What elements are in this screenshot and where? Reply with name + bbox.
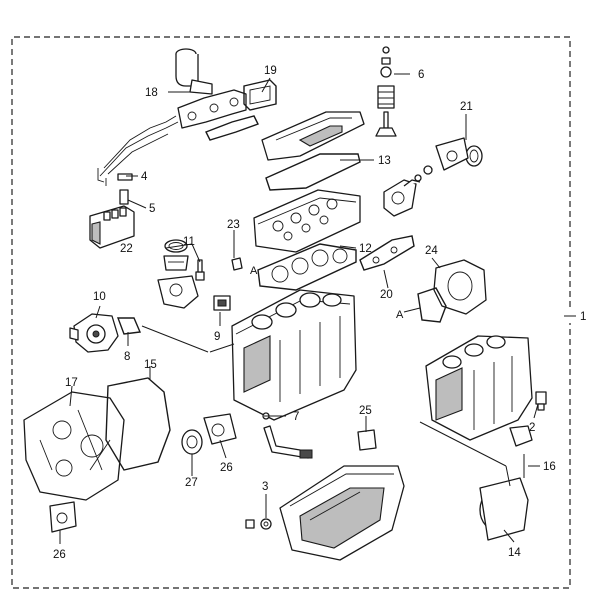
- callout-10: 10: [93, 291, 106, 303]
- water-outlet-part: [175, 48, 213, 95]
- callout-2: 2: [529, 422, 535, 434]
- exhaust-gasket-part: [243, 79, 277, 111]
- assembly-frame: [11, 36, 571, 589]
- callout-9: 9: [214, 331, 220, 343]
- gear-case-gasket-part: [105, 377, 171, 471]
- cover-plate-part: [203, 413, 237, 445]
- cylinder-head-part: [253, 189, 361, 253]
- callout-17: 17: [65, 377, 78, 389]
- callout-13: 13: [378, 155, 391, 167]
- oil-pressure-switch-part: [509, 391, 547, 447]
- gear-case-cover-part: [23, 391, 125, 501]
- callout-6: 6: [418, 69, 424, 81]
- callout-22: 22: [120, 243, 133, 255]
- front-seal-part: [414, 137, 483, 182]
- thermostat-part: [163, 239, 189, 271]
- water-pump-gasket-part: [116, 317, 142, 335]
- injection-pump-part: [89, 205, 135, 249]
- water-pump-part: [69, 313, 119, 353]
- leader-lines: [59, 73, 576, 544]
- head-bolt-part: [231, 257, 243, 271]
- callout-18: 18: [145, 87, 158, 99]
- callout-4: 4: [141, 171, 148, 183]
- callout-26-right: 26: [220, 462, 233, 474]
- callout-27: 27: [185, 477, 198, 489]
- callout-1: 1: [580, 311, 586, 323]
- drain-plug-part: [357, 429, 377, 451]
- marker-a-right: A: [396, 309, 404, 321]
- callout-12: 12: [359, 243, 372, 255]
- manifold-gasket-part: [205, 115, 259, 141]
- callout-24: 24: [425, 245, 438, 257]
- oil-pan-bolt-part: [245, 518, 272, 530]
- oil-pan-part: [279, 465, 405, 561]
- callout-16: 16: [543, 461, 556, 473]
- engine-block-part: [231, 289, 357, 421]
- rocker-cover-gasket-part: [265, 153, 361, 191]
- callout-19: 19: [264, 65, 277, 77]
- callout-21: 21: [460, 101, 473, 113]
- rocker-cover-part: [261, 111, 365, 161]
- valve-stack-part: [375, 46, 397, 137]
- injection-pipes-part: [97, 115, 179, 186]
- oil-strainer-part: [262, 412, 313, 459]
- oil-pump-drive-part: [383, 179, 421, 217]
- fuel-lift-part: [213, 295, 231, 311]
- callout-3: 3: [262, 481, 268, 493]
- callout-25: 25: [359, 405, 372, 417]
- callout-11: 11: [183, 236, 195, 248]
- head-gasket-part: [257, 243, 357, 291]
- callout-26-left: 26: [53, 549, 66, 561]
- flywheel-housing-part: [417, 259, 487, 323]
- callout-5: 5: [149, 203, 155, 215]
- crank-seal-part: [181, 429, 203, 455]
- bolt-part: [195, 259, 205, 281]
- callout-15: 15: [144, 359, 157, 371]
- exhaust-manifold-part: [177, 89, 247, 129]
- cover-plate-small-part: [49, 501, 77, 533]
- callout-14: 14: [508, 547, 521, 559]
- callout-7: 7: [293, 411, 299, 423]
- callout-20: 20: [380, 289, 393, 301]
- callout-8: 8: [124, 351, 130, 363]
- intake-gasket-part: [359, 235, 415, 271]
- rear-seal-part: [479, 477, 529, 541]
- thermostat-housing-part: [157, 275, 199, 309]
- callout-23: 23: [227, 219, 240, 231]
- marker-a-left: A: [250, 265, 258, 277]
- short-block-part: [425, 335, 533, 441]
